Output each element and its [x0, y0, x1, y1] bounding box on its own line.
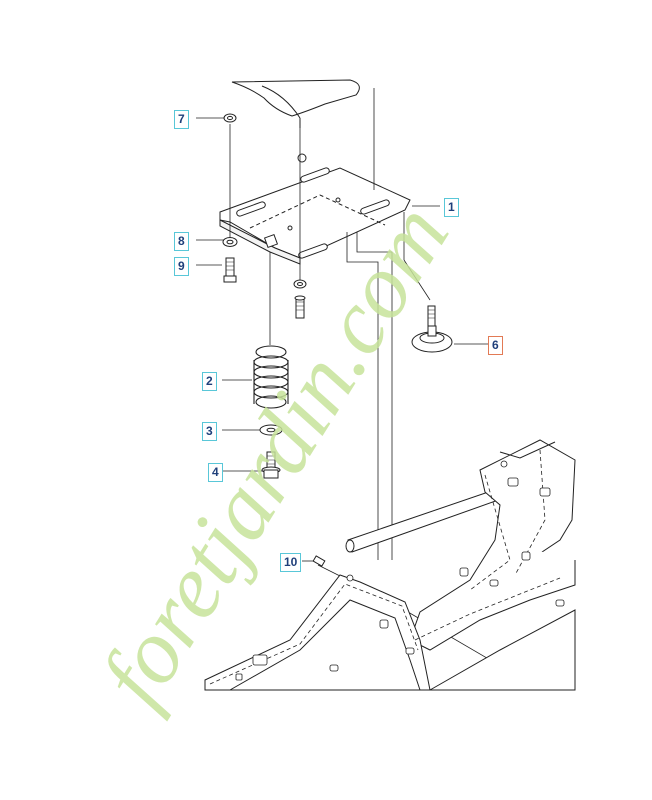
center-washer-bolt: [293, 279, 307, 319]
washer-8: [222, 237, 238, 247]
callout-6: 6: [488, 336, 503, 355]
callout-1: 1: [444, 198, 459, 217]
callout-7: 7: [174, 110, 189, 129]
bolt-9: [223, 257, 237, 283]
washer-7: [223, 113, 237, 123]
bolt-10: [312, 555, 326, 567]
frame-holes: [235, 460, 565, 681]
washer-3: [259, 424, 283, 436]
seat-outline: [231, 79, 360, 128]
callout-2: 2: [202, 372, 217, 391]
callout-9: 9: [174, 257, 189, 276]
knob-6: [411, 305, 453, 353]
callout-3: 3: [202, 422, 217, 441]
callout-8: 8: [174, 232, 189, 251]
spring-2: [253, 345, 289, 409]
chassis-frame: [204, 439, 576, 691]
bolt-4: [261, 451, 281, 479]
callout-10: 10: [280, 553, 302, 572]
seat-plate: [219, 153, 411, 265]
callout-4: 4: [208, 463, 223, 482]
frame-hidden-edges: [209, 449, 561, 685]
